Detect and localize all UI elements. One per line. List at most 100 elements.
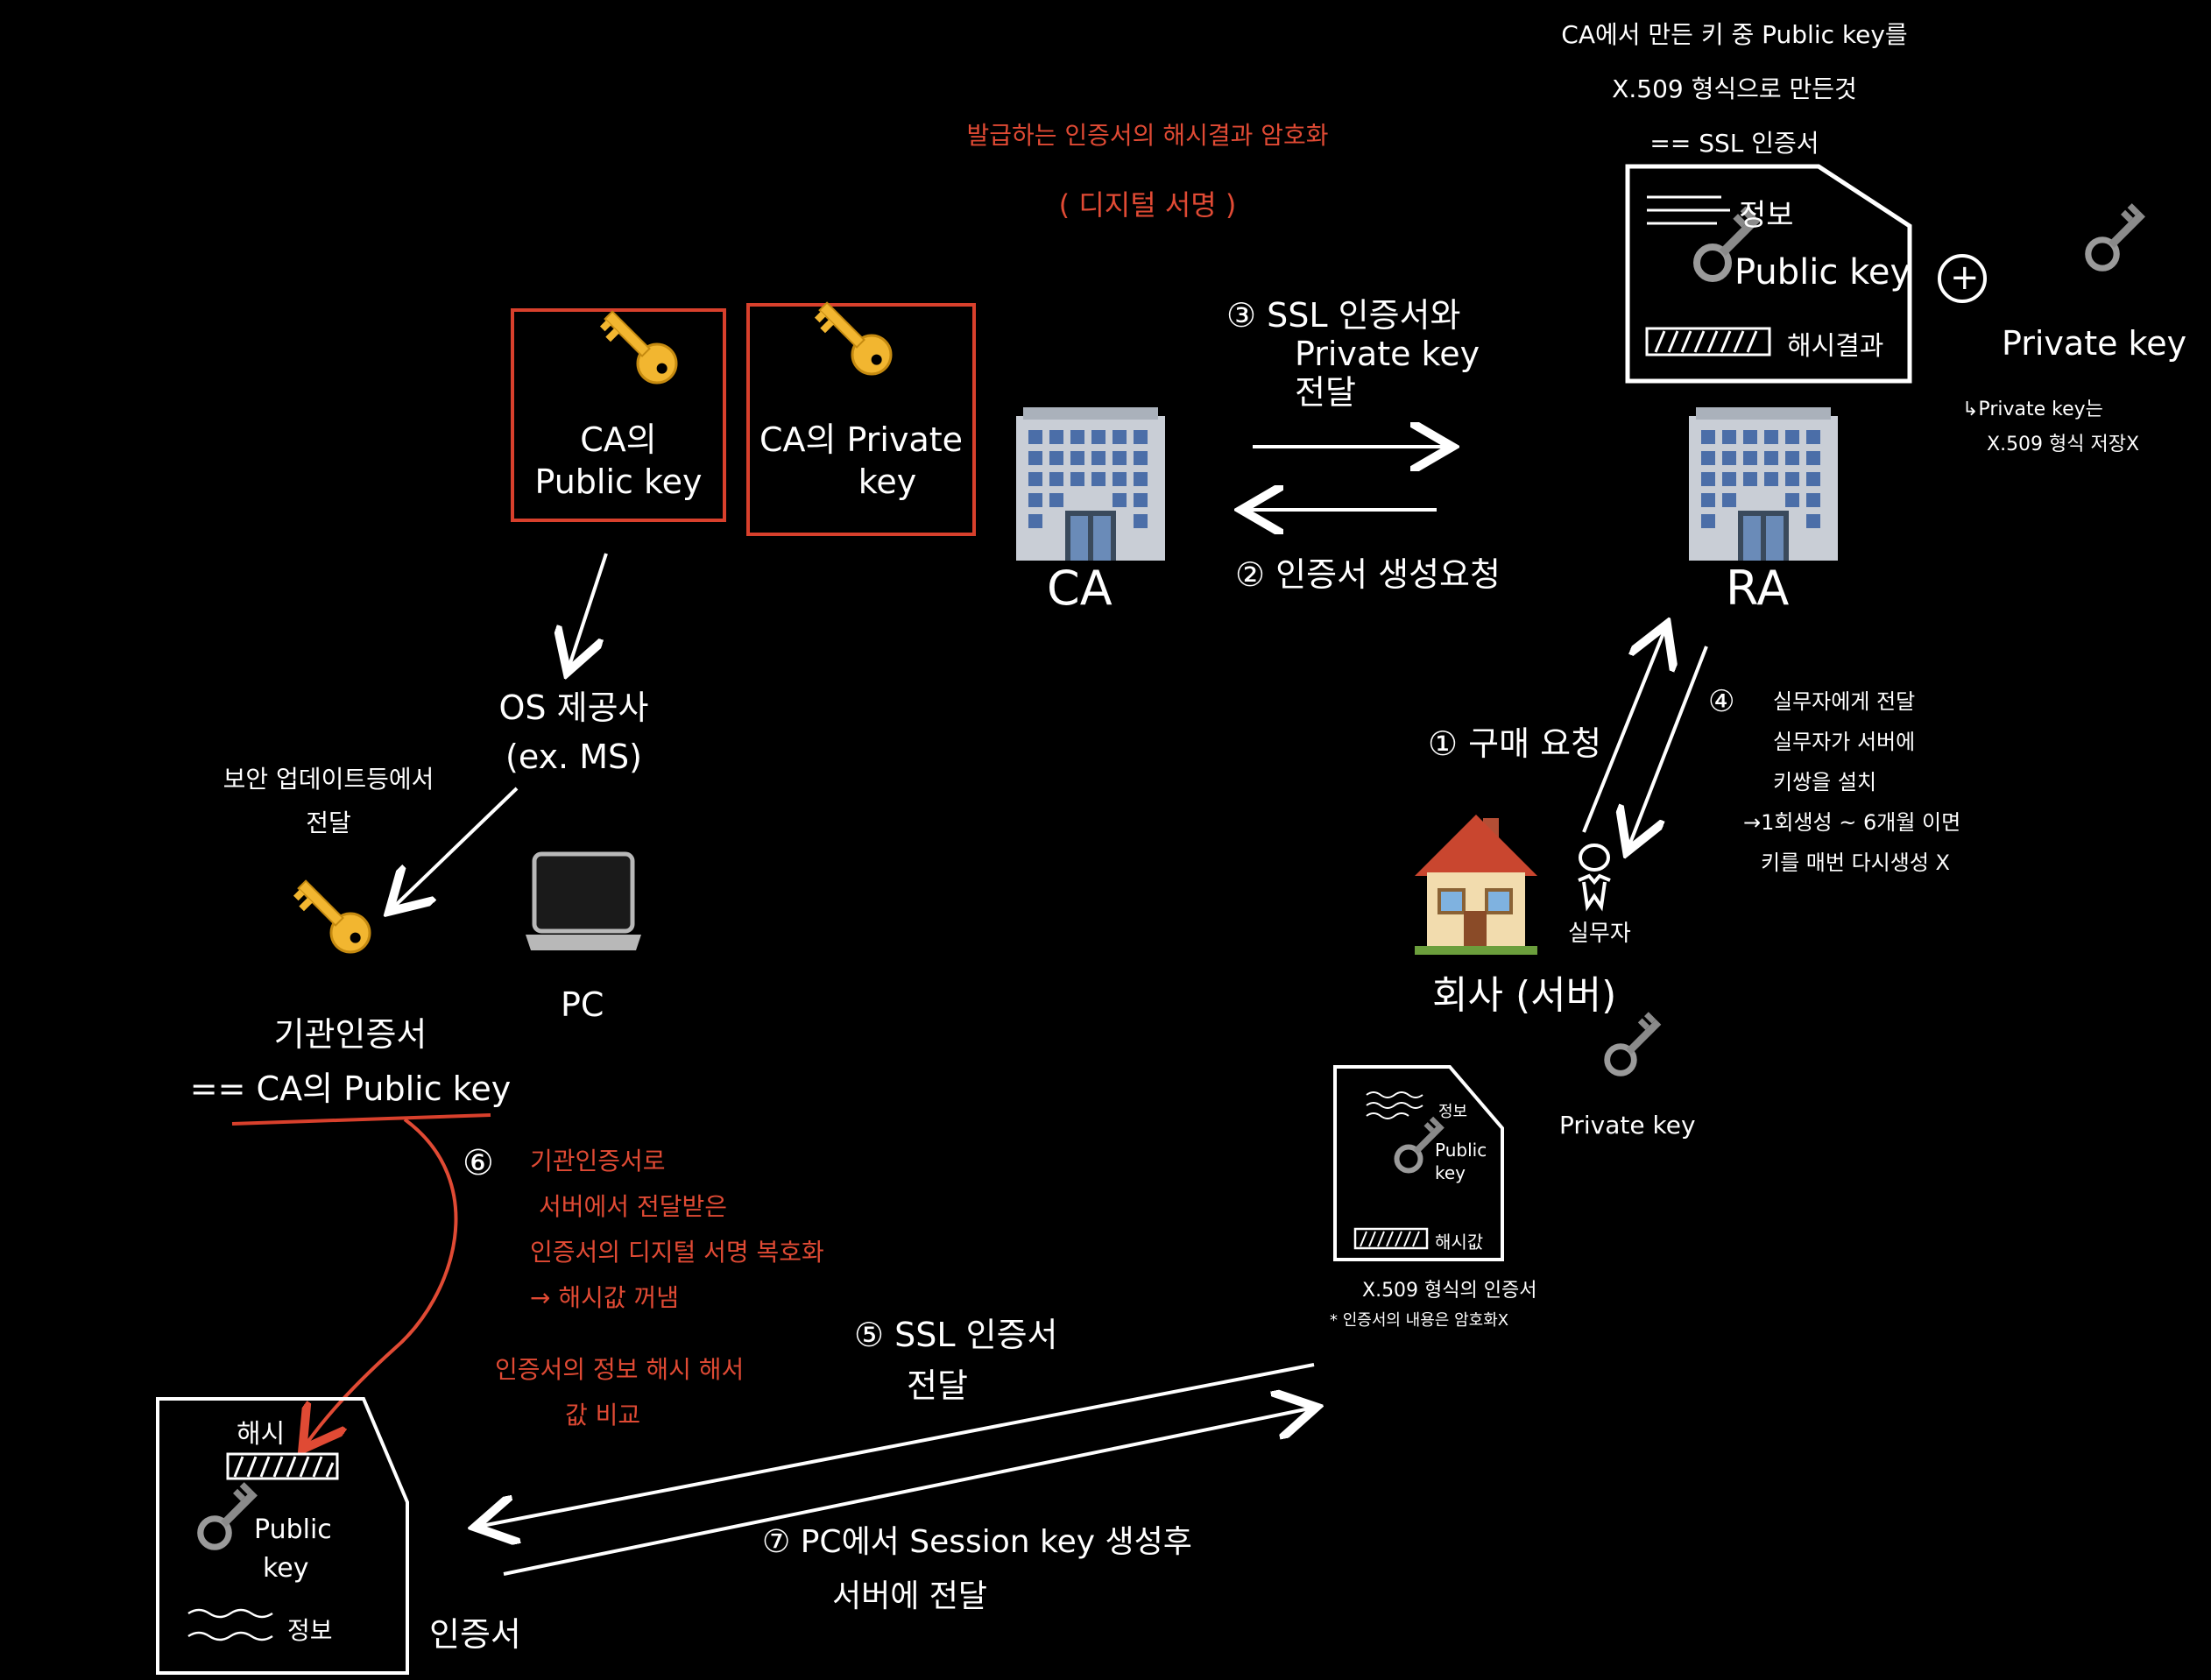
step5-line: ⑤ SSL 인증서 (854, 1316, 1058, 1354)
step4-label: ④ 실무자에게 전달 실무자가 서버에 키쌍을 설치 →1회생성 ~ 6개월 이… (1708, 681, 1960, 883)
os-vendor-label: OS 제공사 (ex. MS) (486, 683, 661, 781)
ra-private-note-line: X.509 형식 저장X (1987, 434, 2140, 455)
step6-line: 서버에서 전달받은 (539, 1192, 727, 1221)
step6-line: 인증서의 정보 해시 해서 (495, 1355, 745, 1384)
ca-sign-note-line: ( 디지털 서명 ) (1058, 188, 1237, 222)
old-key-icon (197, 1482, 258, 1550)
root-cert-label: 기관인증서 == CA의 Public key (166, 1007, 534, 1116)
step7-line: 서버에 전달 (832, 1578, 988, 1614)
security-update-line: 보안 업데이트등에서 (223, 765, 434, 794)
server-cert-info: 정보 (1438, 1103, 1468, 1121)
os-vendor-line: OS 제공사 (498, 688, 649, 727)
server-cert-note: * 인증서의 내용은 암호화X (1330, 1311, 1509, 1330)
pc-cert-hash: 해시 (237, 1419, 286, 1450)
ca-sign-note: 발급하는 인증서의 해시결과 암호화 ( 디지털 서명 ) (946, 116, 1349, 223)
server-private-key-label: Private key (1559, 1111, 1696, 1140)
arrow-server-to-pc (482, 1363, 1315, 1526)
pc-cert-public-key-line: Public (254, 1514, 332, 1545)
ra-cert-hash: 해시결과 (1787, 331, 1884, 362)
arrow-ra-to-company (1629, 646, 1708, 845)
step6-number: ⑥ (463, 1143, 494, 1183)
ca-private-key-label-line: key (858, 462, 917, 501)
ra-private-key-label: Private key (2002, 324, 2187, 363)
step6-line: 기관인증서로 (530, 1147, 666, 1175)
server-cert-hash: 해시값 (1435, 1232, 1484, 1253)
gold-key-icon (599, 310, 678, 385)
ca-public-key-label-line: Public key (534, 462, 703, 501)
company-label: 회사 (서버) (1432, 973, 1617, 1018)
security-update-line: 전달 (306, 808, 351, 837)
arrow-company-to-ra (1582, 631, 1664, 833)
step4-line: 키쌍을 설치 (1773, 770, 1877, 794)
ca-label: CA (1047, 561, 1113, 616)
pc-label: PC (561, 985, 604, 1024)
ca-private-key-box (746, 303, 976, 536)
root-cert-line: == CA의 Public key (189, 1069, 512, 1108)
arrow-pc-to-server (503, 1408, 1310, 1576)
security-update-label: 보안 업데이트등에서 전달 (197, 758, 460, 845)
ra-label: RA (1726, 561, 1790, 616)
ca-public-key-label-line: CA의 (580, 420, 657, 459)
step4-number: ④ (1708, 684, 1735, 719)
arrow-os-to-rootcert (394, 787, 519, 907)
server-cert-outline (1333, 1065, 1504, 1261)
root-cert-line: 기관인증서 (273, 1015, 427, 1054)
ra-cert-public-key: Public key (1734, 252, 1911, 293)
root-cert-underline (231, 1113, 491, 1126)
old-key-icon (1604, 1012, 1662, 1076)
server-cert-caption: X.509 형식의 인증서 (1362, 1280, 1537, 1302)
building-icon (1016, 407, 1165, 561)
old-key-icon (2085, 203, 2146, 272)
gold-key-icon (814, 301, 893, 376)
ca-public-key-label: CA의 Public key (511, 419, 726, 503)
step7-line: ⑦ PC에서 Session key 생성후 (762, 1524, 1192, 1560)
ra-cert-outline (1625, 164, 1912, 384)
step5-line: 전달 (907, 1366, 968, 1405)
ca-public-key-box (511, 308, 726, 522)
ca-top-note-line: CA에서 만든 키 중 Public key를 (1561, 20, 1908, 49)
gold-key-icon (293, 879, 371, 954)
step3-line: 전달 (1295, 373, 1356, 412)
step6-line: 값 비교 (565, 1401, 641, 1429)
step2-label: ② 인증서 생성요청 (1235, 555, 1501, 594)
pc-cert-public-key: Public key (254, 1511, 332, 1588)
step4-line: 실무자에게 전달 (1773, 689, 1916, 714)
ra-private-note-line: ↳Private key는 (1962, 399, 2103, 420)
plus-circle (1938, 254, 1987, 303)
step5-label: ⑤ SSL 인증서 전달 (854, 1309, 1058, 1411)
step4-line: 실무자가 서버에 (1773, 730, 1916, 754)
step3-line: Private key (1295, 335, 1480, 373)
step3-label: ③ SSL 인증서와 Private key 전달 (1226, 296, 1480, 412)
step6-label: 기관인증서로 서버에서 전달받은 인증서의 디지털 서명 복호화 → 해시값 꺼… (495, 1139, 824, 1438)
step3-line: ③ SSL 인증서와 (1226, 296, 1461, 335)
pc-cert-info: 정보 (287, 1616, 333, 1645)
arrow-key-to-os (569, 553, 608, 666)
pc-cert-public-key-line: key (263, 1553, 309, 1584)
ra-cert-info: 정보 (1739, 198, 1794, 233)
ra-private-note: ↳Private key는 X.509 형식 저장X (1962, 392, 2139, 462)
ca-sign-note-line: 발급하는 인증서의 해시결과 암호화 (966, 121, 1329, 150)
step4-line: →1회생성 ~ 6개월 이면 (1743, 810, 1961, 835)
old-key-icon (1693, 206, 1761, 282)
step4-line: 키를 매번 다시생성 X (1761, 851, 1950, 875)
ca-top-note-line: X.509 형식으로 만든것 (1612, 74, 1857, 103)
laptop-icon (526, 851, 641, 950)
ca-top-note: CA에서 만든 키 중 Public key를 X.509 형식으로 만든것 =… (1551, 16, 1918, 159)
pc-cert-caption: 인증서 (429, 1615, 521, 1654)
step1-label: ① 구매 요청 (1428, 724, 1602, 763)
server-cert-public-key: Public key (1435, 1140, 1487, 1183)
house-icon (1415, 815, 1537, 955)
ca-private-key-label-line: CA의 Private (759, 420, 964, 459)
os-vendor-line: (ex. MS) (505, 738, 642, 776)
red-curve-arrow (307, 1118, 458, 1444)
ca-top-note-line: == SSL 인증서 (1649, 129, 1819, 158)
staff-icon (1578, 844, 1611, 912)
step6-line: → 해시값 꺼냄 (530, 1283, 680, 1312)
step7-label: ⑦ PC에서 Session key 생성후 서버에 전달 (762, 1515, 1192, 1624)
step6-line: 인증서의 디지털 서명 복호화 (530, 1238, 824, 1267)
staff-label: 실무자 (1568, 921, 1631, 947)
ca-private-key-label: CA의 Private key (746, 419, 976, 503)
old-key-icon (1394, 1116, 1445, 1174)
